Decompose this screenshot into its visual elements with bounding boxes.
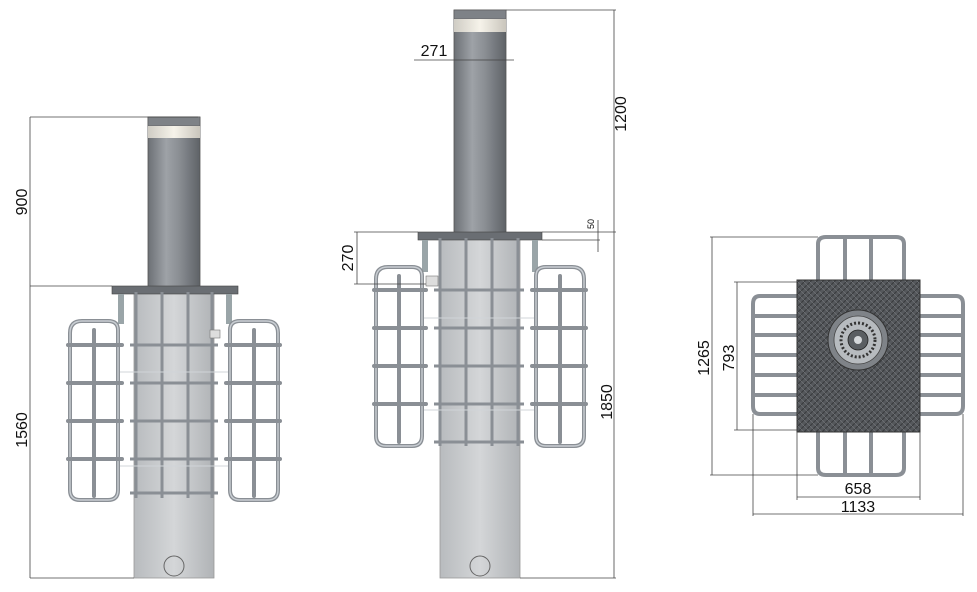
middle-post [453, 9, 507, 236]
right-dim-1265: 1265 [696, 340, 713, 376]
middle-bracket-r [532, 240, 538, 272]
middle-dim-1200: 1200 [613, 96, 630, 132]
left-drain-hole [163, 555, 185, 577]
left-sleeve [133, 291, 215, 579]
right-dimensions: 1265 793 658 1133 [696, 236, 964, 516]
right-dim-1133: 1133 [841, 499, 876, 516]
middle-connector [425, 275, 439, 287]
middle-drain-hole [469, 555, 491, 577]
left-view: 900 1560 [14, 116, 282, 579]
middle-post-cap [453, 9, 507, 20]
middle-top-plate [417, 231, 543, 241]
left-post-cap [147, 116, 201, 127]
middle-dim-271: 271 [421, 43, 448, 60]
left-dimensions: 900 1560 [14, 116, 198, 579]
right-dim-793: 793 [721, 345, 738, 372]
left-cage-left [66, 319, 124, 502]
left-bracket-l [118, 294, 124, 324]
left-connector [209, 329, 221, 339]
middle-cage-right [530, 265, 588, 448]
left-reflective-band [148, 126, 200, 138]
middle-bracket-l [422, 240, 428, 272]
top-cage-west [751, 294, 800, 416]
right-dim-658: 658 [845, 481, 872, 498]
middle-rebar-grid [422, 238, 538, 446]
left-rebar-grid [120, 292, 232, 498]
middle-dim-270: 270 [340, 245, 357, 272]
top-cage-east [916, 294, 965, 416]
left-bracket-r [226, 294, 232, 324]
left-top-plate [111, 285, 239, 295]
middle-view: 271 1200 50 270 1850 [340, 9, 630, 579]
middle-cage-left [372, 265, 428, 448]
right-view: 1265 793 658 1133 [696, 235, 965, 516]
left-dim-900: 900 [14, 189, 31, 216]
middle-reflective-band [454, 19, 506, 32]
middle-dim-1850: 1850 [599, 384, 616, 420]
left-post [147, 116, 201, 288]
middle-sleeve [439, 237, 521, 579]
top-cage-north [816, 235, 906, 284]
top-cage-south [816, 430, 906, 477]
left-dim-1560: 1560 [14, 412, 31, 448]
middle-dimensions: 271 1200 50 270 1850 [340, 9, 630, 579]
middle-dim-50: 50 [586, 219, 596, 229]
top-post-opening [827, 309, 889, 371]
left-cage-right [224, 319, 282, 502]
